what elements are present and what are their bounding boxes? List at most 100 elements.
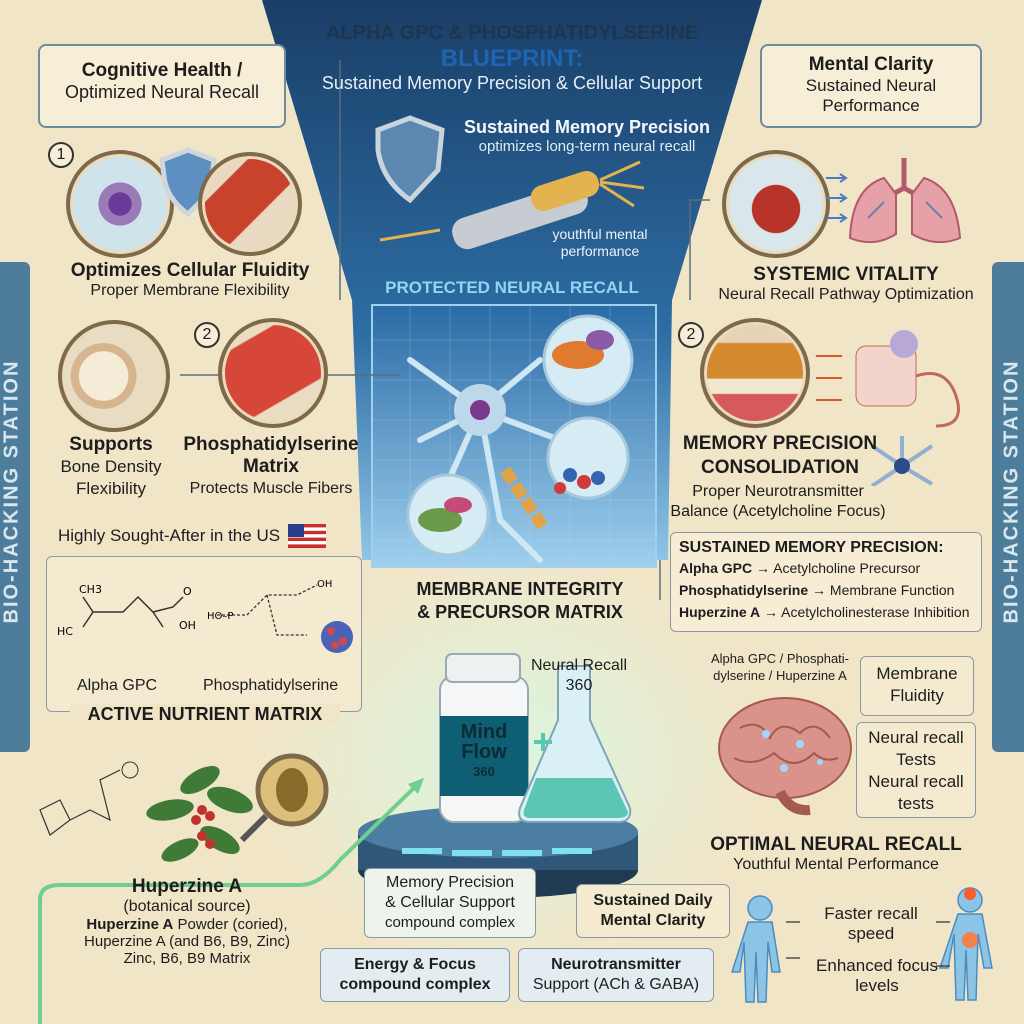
smp-info-box: SUSTAINED MEMORY PRECISION: Alpha GPC → … xyxy=(670,532,982,632)
smp-row-effect: → Acetylcholine Precursor xyxy=(752,560,921,576)
youthful-line-1: youthful mental xyxy=(552,226,648,242)
number-two-badge-left: 2 xyxy=(194,322,220,348)
faster-line-1: Faster recall xyxy=(824,904,918,923)
ps-sub: Protects Muscle Fibers xyxy=(189,480,353,497)
membrane-integrity-line-1: MEMBRANE INTEGRITY xyxy=(416,579,624,599)
vitality-title: SYSTEMIC VITALITY xyxy=(753,264,939,285)
right-side-label: BIO-HACKING STATION xyxy=(1000,359,1023,624)
active-matrix-title: ACTIVE NUTRIENT MATRIX xyxy=(70,704,340,725)
mental-clarity-line-1: Mental Clarity xyxy=(808,54,934,75)
neural-recall-line-1: Neural Recall xyxy=(530,657,628,674)
smp-row-nutrient: Phosphatidylserine xyxy=(679,582,809,598)
cognitive-line-1: Cognitive Health / xyxy=(81,60,243,81)
huperzine-sub: (botanical source) xyxy=(123,898,251,915)
nutrient-matrix-box: HC CH3 O OH HO–P OH Alpha GPC Phosphatid… xyxy=(46,556,362,712)
mental-clarity-box: Mental Clarity Sustained Neural Performa… xyxy=(760,44,982,128)
artery-illustration xyxy=(198,152,302,256)
svg-text:OH: OH xyxy=(179,619,196,632)
energy-line-1: Energy & Focus xyxy=(354,956,476,973)
nt-line-1: Neurotransmitter xyxy=(551,956,681,973)
membrane-integrity-line-2: & PRECURSOR MATRIX xyxy=(417,602,623,622)
tests-line-3: Neural recall xyxy=(868,772,964,791)
phosphatidylserine-structure-icon: HO–P OH xyxy=(207,579,353,653)
mp-box-line-3: compound complex xyxy=(384,914,516,931)
number-one-badge: 1 xyxy=(48,142,74,168)
alpha-gpc-label: Alpha GPC xyxy=(77,677,158,694)
brain-label-1: Alpha GPC / Phosphati- xyxy=(710,651,850,666)
muscle-illustration xyxy=(218,318,328,428)
mpc-title-2: CONSOLIDATION xyxy=(701,457,859,478)
bottle-brand-3: 360 xyxy=(473,764,495,779)
tests-line-4: tests xyxy=(898,794,934,813)
vitality-sub: Neural Recall Pathway Optimization xyxy=(718,286,974,303)
supports-title: Supports xyxy=(69,434,153,455)
tests-line-2: Tests xyxy=(896,750,936,769)
svg-text:HC: HC xyxy=(57,625,73,638)
huperzine-plant-illustration xyxy=(39,753,329,862)
bottle-brand-2: Flow xyxy=(461,741,507,763)
smp-row-nutrient: Huperzine A xyxy=(679,604,761,620)
daily-line-1: Sustained Daily xyxy=(593,892,713,909)
alpha-gpc-structure-icon: HC CH3 O OH xyxy=(57,583,196,638)
number-two-badge-right: 2 xyxy=(678,322,704,348)
huperzine-line-1-rest: Powder (coried), xyxy=(173,916,288,933)
phosphatidylserine-label: Phosphatidylserine xyxy=(203,677,339,694)
neurotransmitter-box: Neurotransmitter Support (ACh & GABA) xyxy=(518,948,714,1002)
smp-row-effect: → Acetylcholinesterase Inhibition xyxy=(760,604,970,620)
bottle-brand-1: Mind xyxy=(460,721,508,743)
smp-box-title: SUSTAINED MEMORY PRECISION: xyxy=(679,539,944,556)
faster-line-2: speed xyxy=(847,924,895,943)
membrane-line-1: Membrane xyxy=(876,664,958,683)
mp-box-line-2: & Cellular Support xyxy=(385,894,515,911)
mpc-sub-1: Proper Neurotransmitter xyxy=(692,483,864,500)
nt-line-2: Support (ACh & GABA) xyxy=(532,976,700,993)
svg-text:HO–P: HO–P xyxy=(207,611,233,622)
sought-after-text: Highly Sought-After in the US xyxy=(58,526,281,545)
smp-sub: optimizes long-term neural recall xyxy=(478,138,696,155)
cell-illustration xyxy=(66,150,174,258)
cognitive-health-box: Cognitive Health / Optimized Neural Reca… xyxy=(38,44,286,128)
subtitle: Sustained Memory Precision & Cellular Su… xyxy=(321,73,703,93)
svg-text:OH: OH xyxy=(317,579,332,590)
supports-line-2: Flexibility xyxy=(76,479,146,498)
mental-clarity-line-3: Performance xyxy=(822,96,920,115)
left-side-bar: BIO-HACKING STATION xyxy=(0,262,30,752)
huperzine-line-1-bold: Huperzine A xyxy=(86,916,174,933)
neural-pathway-illustration xyxy=(816,330,960,486)
main-title: ALPHA GPC & PHOSPHATIDYLSERINE xyxy=(325,22,699,44)
smp-row-nutrient: Alpha GPC xyxy=(679,560,753,576)
protected-recall-title: PROTECTED NEURAL RECALL xyxy=(385,278,639,297)
smp-row-effect: → Membrane Function xyxy=(808,582,955,598)
svg-text:CH3: CH3 xyxy=(79,583,102,596)
huperzine-title: Huperzine A xyxy=(131,876,243,897)
mpc-sub-2: Balance (Acetylcholine Focus) xyxy=(670,503,886,520)
optimal-sub: Youthful Mental Performance xyxy=(733,856,939,873)
membrane-fluidity-box: Membrane Fluidity xyxy=(860,656,974,716)
smp-title: Sustained Memory Precision xyxy=(463,117,711,137)
brain-illustration xyxy=(718,697,852,816)
smp-row: Alpha GPC → Acetylcholine Precursor xyxy=(679,557,973,579)
fluidity-sub: Proper Membrane Flexibility xyxy=(90,282,290,299)
brain-label-2: dylserine / Huperzine A xyxy=(713,668,847,683)
recall-tests-box: Neural recall Tests Neural recall tests xyxy=(856,722,976,818)
focus-line-1: Enhanced focus xyxy=(816,956,938,975)
smp-row: Huperzine A → Acetylcholinesterase Inhib… xyxy=(679,601,973,623)
energy-focus-box: Energy & Focus compound complex xyxy=(320,948,510,1002)
blueprint-label: BLUEPRINT: xyxy=(440,45,584,72)
energy-line-2: compound complex xyxy=(339,976,491,993)
mental-clarity-line-2: Sustained Neural xyxy=(805,76,937,95)
cognitive-line-2: Optimized Neural Recall xyxy=(64,82,260,102)
smp-row: Phosphatidylserine → Membrane Function xyxy=(679,579,973,601)
memory-precision-box: Memory Precision & Cellular Support comp… xyxy=(364,868,536,938)
ps-title-1: Phosphatidylserine xyxy=(183,434,359,455)
bone-illustration xyxy=(58,320,170,432)
neuron-illustration xyxy=(407,357,563,563)
human-figures-illustration xyxy=(730,887,993,1003)
tests-line-1: Neural recall xyxy=(868,728,964,747)
optimal-title: OPTIMAL NEURAL RECALL xyxy=(710,834,962,855)
daily-clarity-box: Sustained Daily Mental Clarity xyxy=(576,884,730,938)
organ-arrows-icon xyxy=(826,173,848,223)
fluidity-title: Optimizes Cellular Fluidity xyxy=(70,260,310,281)
heart-illustration xyxy=(722,150,830,258)
